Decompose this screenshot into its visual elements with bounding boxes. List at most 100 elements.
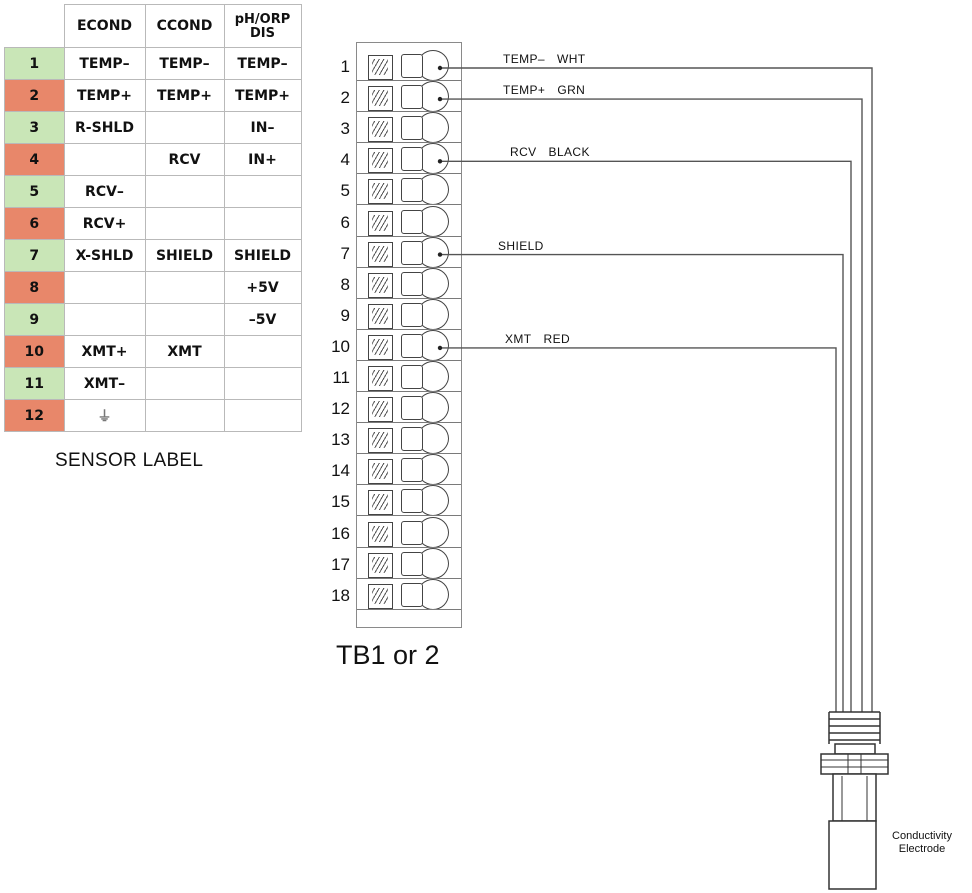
cell-ph-orp [223, 335, 302, 368]
electrode-neck [832, 773, 877, 822]
row-number: 5 [4, 175, 65, 208]
terminal-position [357, 142, 461, 175]
terminal-number: 11 [332, 368, 350, 387]
terminal-number: 1 [340, 57, 350, 76]
row-number: 9 [4, 303, 65, 336]
cell-ccond: SHIELD [144, 239, 225, 272]
terminal-position [357, 516, 461, 548]
screw-icon [368, 117, 393, 143]
screw-icon [368, 459, 393, 485]
clamp-icon [401, 396, 423, 421]
divider [357, 142, 461, 144]
terminal-number: 8 [340, 274, 350, 294]
screw-icon [368, 210, 393, 236]
clamp-icon [401, 333, 423, 358]
cell-ph-orp [223, 175, 302, 208]
terminal-position [357, 111, 461, 144]
table-row: 12⏚ [4, 399, 302, 432]
divider [357, 422, 461, 424]
divider [357, 235, 461, 237]
wire-color-name: RED [543, 331, 571, 346]
clamp-icon [401, 489, 423, 514]
cell-econd: TEMP+ [63, 79, 146, 112]
header-ph-orp: pH/ORP [234, 12, 291, 27]
terminal-number: 12 [331, 399, 350, 419]
terminal-position [357, 173, 461, 206]
wire-signal-name: SHIELD [498, 238, 544, 253]
cell-ccond [144, 367, 225, 400]
divider [357, 328, 461, 330]
terminal-number: 3 [340, 119, 350, 139]
wire-color-name: GRN [557, 83, 586, 98]
electrode-body [828, 820, 877, 890]
row-number: 11 [4, 367, 65, 400]
cell-ph-orp: IN+ [223, 143, 302, 176]
terminal-block [356, 42, 462, 628]
screw-icon [368, 583, 393, 609]
terminal-number: 13 [331, 430, 350, 450]
cell-ph-orp: TEMP+ [223, 79, 302, 112]
clamp-icon [401, 365, 423, 389]
screw-icon [368, 241, 393, 267]
wire-signal-name: TEMP+ [503, 83, 546, 98]
divider [357, 484, 461, 486]
wire [440, 67, 873, 712]
terminal-number: 17 [331, 554, 350, 574]
clamp-icon [401, 302, 423, 327]
screw-icon [368, 490, 393, 516]
clamp-icon [401, 427, 423, 452]
wire-color-name: WHT [557, 52, 586, 66]
screw-icon [368, 55, 393, 80]
screw-icon [368, 397, 393, 423]
wire-terminal-dot [437, 65, 443, 71]
sensor-label-caption: SENSOR LABEL [55, 450, 204, 471]
divider [357, 608, 461, 610]
terminal-number: 10 [331, 336, 350, 356]
cell-econd: TEMP– [63, 47, 146, 80]
terminal-position [357, 329, 461, 361]
table-corner [4, 4, 65, 48]
cell-econd: RCV– [63, 175, 146, 208]
cell-ph-orp [223, 367, 302, 400]
screw-icon [368, 179, 393, 205]
terminal-number: 15 [331, 492, 350, 512]
terminal-position [357, 49, 461, 81]
wire [440, 347, 837, 712]
divider [357, 80, 461, 81]
clamp-icon [401, 240, 423, 265]
clamp-icon [401, 54, 423, 78]
screw-icon [368, 428, 393, 454]
terminal-number: 18 [331, 585, 350, 605]
terminal-position [357, 547, 461, 579]
cell-econd [63, 143, 146, 176]
clamp-icon [401, 178, 423, 203]
cell-ph-orp [223, 399, 302, 432]
wire-signal-name: TEMP– [503, 52, 546, 66]
terminal-position [357, 578, 461, 610]
clamp-icon [401, 458, 423, 483]
wire-label: TEMP+ GRN [503, 83, 585, 97]
table-row: 8+5V [4, 271, 302, 304]
row-number: 2 [4, 79, 65, 112]
terminal-number: 14 [331, 461, 350, 481]
cell-ph-orp: +5V [223, 271, 302, 304]
wire [440, 253, 844, 712]
wire-signal-name: XMT [505, 331, 532, 346]
electrode-label: Conductivity Electrode [872, 830, 972, 856]
clamp-icon [401, 85, 423, 110]
terminal-position [357, 80, 461, 113]
cell-econd: RCV+ [63, 207, 146, 240]
terminal-position [357, 391, 461, 424]
terminal-number: 6 [340, 212, 350, 232]
divider [357, 515, 461, 517]
divider [357, 546, 461, 548]
terminal-position [357, 453, 461, 486]
terminal-position [357, 422, 461, 455]
clamp-icon [401, 551, 423, 576]
divider [357, 204, 461, 206]
